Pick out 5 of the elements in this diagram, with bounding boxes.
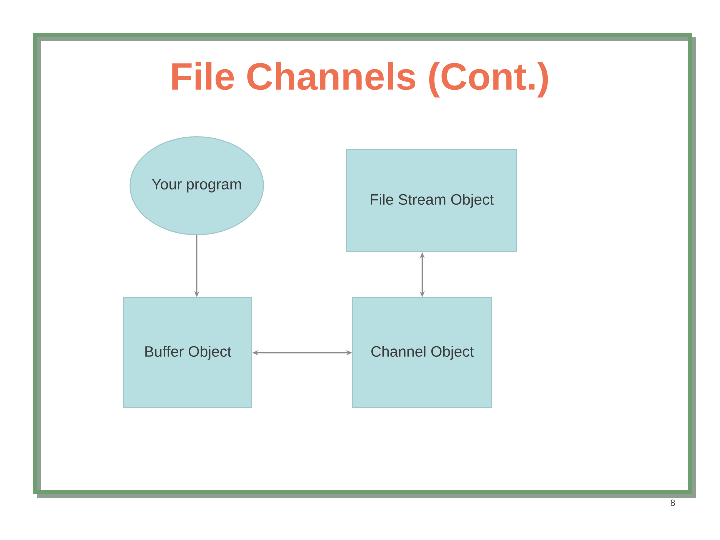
slide-title: File Channels (Cont.) xyxy=(172,62,548,98)
process-box: Channel Object xyxy=(352,298,492,408)
process-box: Buffer Object xyxy=(124,298,252,408)
process-box: File Stream Object xyxy=(346,150,518,252)
page-number: 8 xyxy=(670,500,676,506)
